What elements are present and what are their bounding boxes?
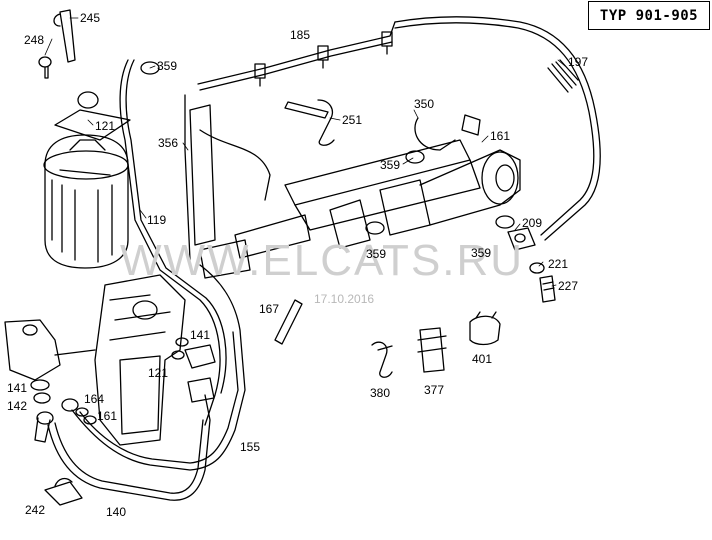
fuel-filter-housing: [43, 91, 131, 269]
pipe-119-b: [125, 59, 227, 394]
callout-350: 350: [414, 97, 435, 111]
callout-209: 209: [522, 216, 543, 230]
callout-155: 155: [240, 440, 261, 454]
callout-119: 119: [147, 213, 167, 227]
callout-359-right: 359: [471, 246, 492, 260]
watermark: WWW.ELCATS.RU: [120, 236, 525, 285]
callout-140: 140: [106, 505, 127, 519]
pipe-140-b: [54, 419, 204, 494]
callout-359-mid: 359: [380, 158, 401, 172]
rail-tees: [254, 31, 393, 87]
pipe-155: [71, 264, 246, 471]
bolt-227: [539, 275, 556, 303]
clamps-359: [140, 61, 515, 235]
injection-rail-185: [197, 21, 396, 85]
callout-161-bottom: 161: [97, 409, 118, 423]
return-line-pipe: [394, 16, 601, 241]
fuel-distributor: [284, 114, 521, 249]
callout-185: 185: [290, 28, 311, 42]
pipe-loop-356: [199, 129, 271, 201]
pipe-167: [274, 299, 303, 345]
callout-167: 167: [259, 302, 280, 316]
left-bracket-assembly: [4, 319, 96, 404]
callout-161-top: 161: [490, 129, 511, 143]
type-label-box: TYP 901-905: [588, 1, 710, 30]
clip-401: [469, 311, 501, 346]
leader-lines: [44, 17, 566, 287]
clip-251: [284, 99, 335, 146]
pipe-356: [184, 94, 191, 261]
callout-227: 227: [558, 279, 579, 293]
callout-245: 245: [80, 11, 101, 25]
clip-380: [371, 341, 393, 378]
callout-359-left: 359: [366, 247, 387, 261]
banjo-fitting-209: [507, 227, 536, 251]
injector-nozzles: [189, 104, 311, 279]
injection-pump: [94, 274, 186, 446]
bracket-245: [53, 9, 76, 63]
callout-164: 164: [84, 392, 105, 406]
callout-141-right: 141: [190, 328, 211, 342]
callout-197: 197: [568, 55, 589, 69]
callout-248: 248: [24, 33, 45, 47]
callout-221: 221: [548, 257, 569, 271]
callout-401: 401: [472, 352, 493, 366]
screw-248: [38, 56, 52, 79]
pipe-155-b: [79, 331, 239, 464]
callout-121-bottom: 121: [148, 366, 169, 380]
return-line-pipe-inner: [394, 22, 595, 236]
clip-377: [417, 327, 447, 373]
callout-142: 142: [7, 399, 28, 413]
callout-141-left: 141: [7, 381, 28, 395]
callout-380: 380: [370, 386, 391, 400]
watermark-date: 17.10.2016: [314, 292, 375, 306]
injection-rail-185-b: [199, 41, 393, 91]
pipe-119: [119, 59, 221, 426]
washer-221: [529, 262, 545, 274]
callout-356: 356: [158, 136, 179, 150]
callout-377: 377: [424, 383, 445, 397]
pipe-140: [47, 394, 211, 501]
callout-121-top: 121: [95, 119, 116, 133]
spring-197: [547, 59, 579, 93]
callout-242: 242: [25, 503, 46, 517]
callout-251: 251: [342, 113, 363, 127]
clip-242: [44, 477, 83, 506]
callout-359-top: 359: [157, 59, 178, 73]
